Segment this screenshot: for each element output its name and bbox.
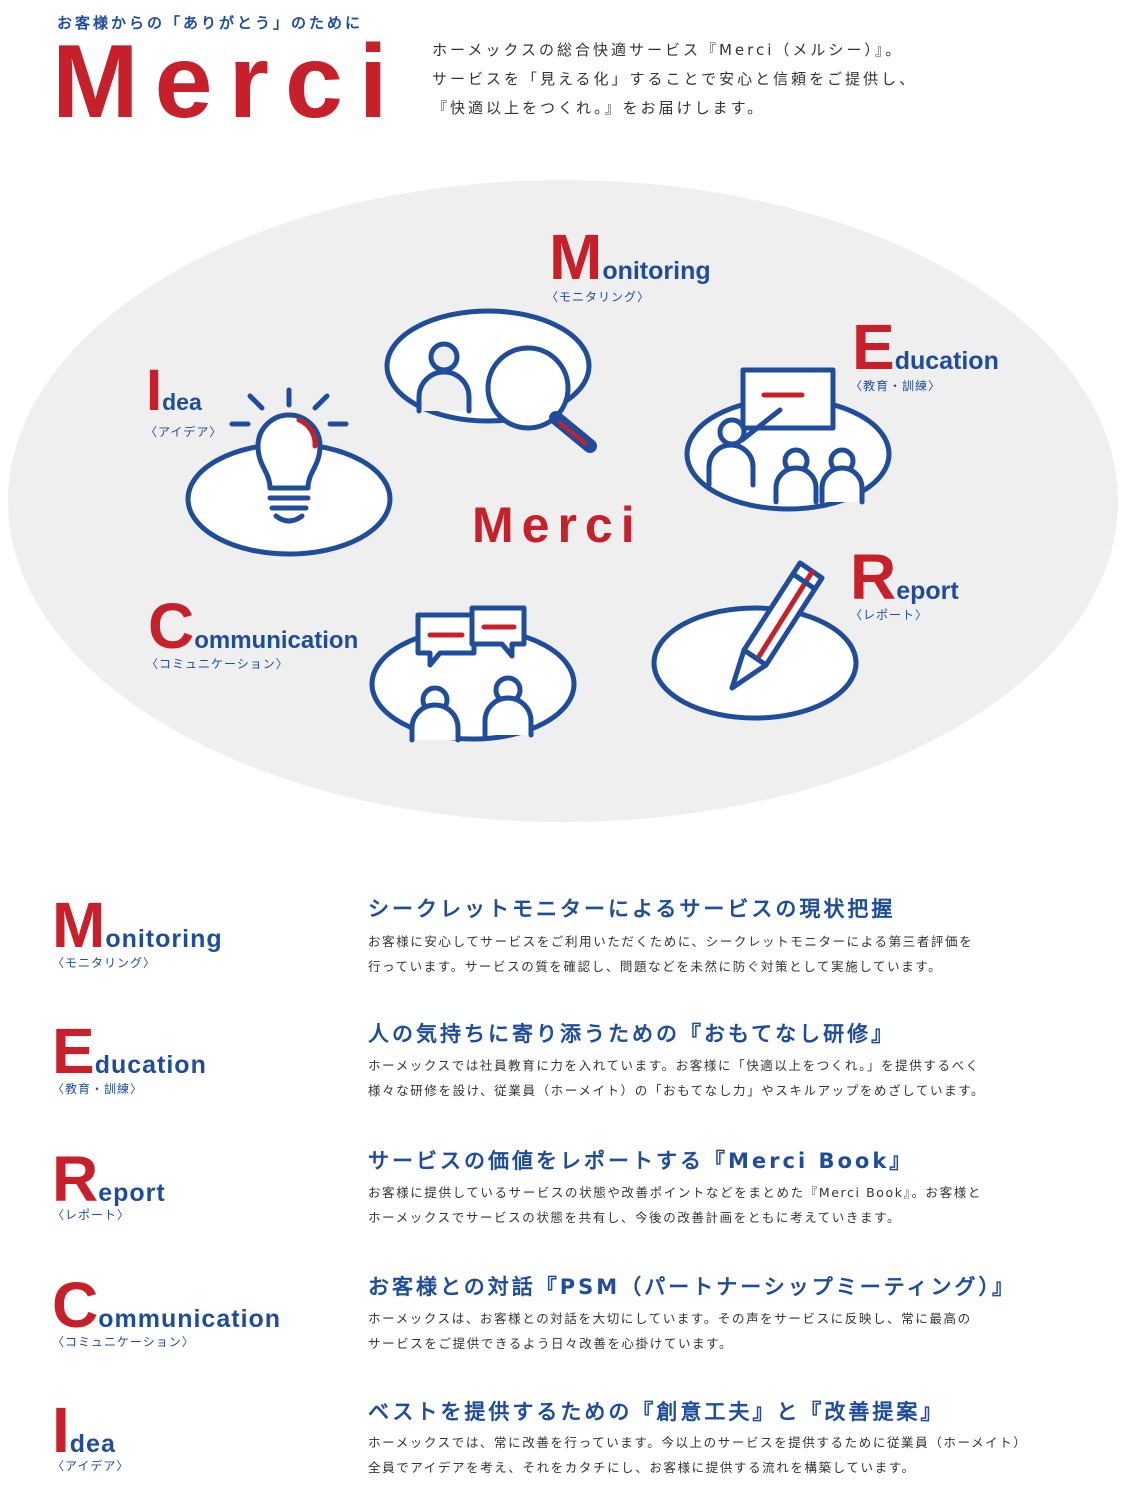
label-rest: dea [162,389,202,415]
section-initial: M [52,889,106,961]
intro-text: ホーメックスの総合快適サービス『Merci（メルシー）』。 サービスを「見える化… [432,36,1112,123]
section-title: シークレットモニターによるサービスの現状把握 [368,897,896,921]
section-body: ホーメックスでは社員教育に力を入れています。お客様に「快適以上をつくれ。」を提供… [368,1053,1088,1103]
intro-line: サービスを「見える化」することで安心と信頼をご提供し、 [432,70,918,88]
body-line: 様々な研修を設け、従業員（ホーメイト）の「おもてなし力」やスキルアップをめざして… [368,1083,986,1098]
label-initial: C [148,590,195,662]
section-word-communication: Communication [52,1273,281,1337]
section-body: ホーメックスは、お客様との対話を大切にしています。その声をサービスに反映し、常に… [368,1306,1088,1356]
body-line: 全員でアイデアを考え、それをカタチにし、お客様に提供する流れを構築しています。 [368,1460,916,1475]
section-word-monitoring: Monitoring [52,893,223,957]
section-title: お客様との対話『PSM（パートナーシップミーティング）』 [368,1275,1017,1299]
diagram-sub-monitoring: 〈モニタリング〉 [546,290,651,304]
section-initial: C [52,1269,99,1341]
body-line: サービスをご提供できるよう日々改善を心掛けています。 [368,1336,734,1351]
diagram-label-monitoring: Monitoring [549,225,711,289]
label-initial: R [850,541,897,613]
diagram-sub-communication: 〈コミュニケーション〉 [146,657,289,671]
section-body: お客様に安心してサービスをご利用いただくために、シークレットモニターによる第三者… [368,929,1088,979]
section-initial: R [52,1143,99,1215]
diagram-sub-idea: 〈アイデア〉 [145,425,223,439]
section-title: 人の気持ちに寄り添うための『おもてなし研修』 [368,1022,896,1046]
section-body: ホーメックスでは、常に改善を行っています。今以上のサービスを提供するために従業員… [368,1430,1088,1480]
intro-line: ホーメックスの総合快適サービス『Merci（メルシー）』。 [432,41,904,59]
diagram-center-title: Merci [472,497,643,553]
section-word-idea: Idea [52,1398,116,1462]
body-line: ホーメックスでサービスの状態を共有し、今後の改善計画をともに考えていきます。 [368,1210,902,1225]
diagram-label-communication: Communication [148,594,358,658]
section-sub: 〈コミュニケーション〉 [52,1335,195,1349]
section-sub: 〈アイデア〉 [52,1459,130,1473]
body-line: お客様に安心してサービスをご利用いただくために、シークレットモニターによる第三者… [368,934,974,949]
section-sub: 〈モニタリング〉 [52,956,157,970]
section-rest: ducation [94,1051,207,1079]
tagline: お客様からの「ありがとう」のために [57,14,364,32]
diagram-label-report: Report [850,545,959,609]
body-line: お客様に提供しているサービスの状態や改善ポイントなどをまとめた『Merci Bo… [368,1185,982,1200]
diagram-label-idea: Idea [146,362,202,420]
section-title: ベストを提供するための『創意工夫』と『改善提案』 [368,1400,945,1424]
body-line: ホーメックスでは、常に改善を行っています。今以上のサービスを提供するために従業員… [368,1435,1028,1450]
label-rest: eport [896,577,959,605]
section-initial: I [52,1394,70,1466]
diagram-sub-education: 〈教育・訓練〉 [850,379,942,393]
section-sub: 〈レポート〉 [52,1208,131,1222]
section-word-education: Education [52,1019,207,1083]
label-initial: M [549,221,603,293]
section-body: お客様に提供しているサービスの状態や改善ポイントなどをまとめた『Merci Bo… [368,1180,1088,1230]
label-rest: ommunication [194,627,359,654]
label-initial: I [146,358,163,423]
section-rest: eport [98,1179,166,1207]
diagram-sub-report: 〈レポート〉 [850,608,929,622]
diagram-label-education: Education [852,315,999,379]
section-rest: dea [69,1430,116,1458]
merci-logo: Merci [52,24,404,140]
body-line: ホーメックスでは社員教育に力を入れています。お客様に「快適以上をつくれ。」を提供… [368,1058,980,1073]
section-rest: ommunication [98,1305,282,1333]
section-rest: onitoring [105,925,223,953]
intro-line: 『快適以上をつくれ。』をお届けします。 [432,99,766,117]
label-rest: ducation [894,347,999,375]
section-word-report: Report [52,1147,166,1211]
body-line: 行っています。サービスの質を確認し、問題などを未然に防ぐ対策として実施しています… [368,959,943,974]
body-line: ホーメックスは、お客様との対話を大切にしています。その声をサービスに反映し、常に… [368,1311,972,1326]
label-rest: onitoring [602,257,711,285]
section-sub: 〈教育・訓練〉 [52,1082,144,1096]
label-initial: E [852,311,895,383]
section-initial: E [52,1015,95,1087]
section-title: サービスの価値をレポートする『Merci Book』 [368,1149,914,1173]
